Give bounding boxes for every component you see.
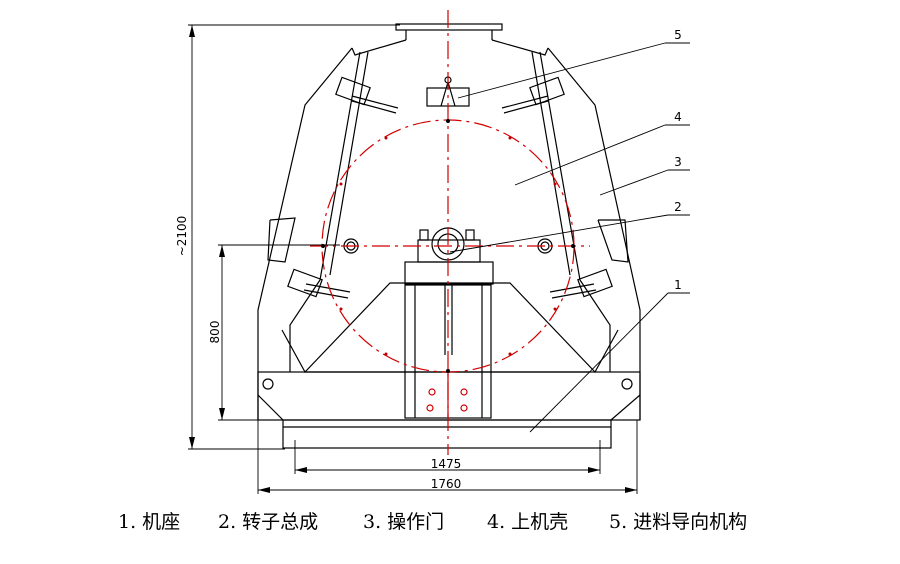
legend-item-feed-guide: 5. 进料导向机构 bbox=[609, 511, 748, 533]
machine-outline bbox=[257, 23, 641, 449]
lower-right-lever bbox=[549, 268, 613, 299]
callout-3: 3 bbox=[674, 155, 682, 169]
dim-height-base: 800 bbox=[208, 321, 222, 344]
dim-height-total: ~2100 bbox=[175, 216, 189, 257]
callout-1: 1 bbox=[674, 278, 682, 292]
legend-item-door: 3. 操作门 bbox=[363, 511, 445, 533]
dim-width-inner: 1475 bbox=[431, 457, 462, 471]
callout-5: 5 bbox=[674, 28, 682, 42]
upper-left-lever bbox=[335, 76, 399, 114]
dim-width-outer: 1760 bbox=[431, 477, 462, 491]
leader-lines bbox=[449, 42, 690, 433]
lower-left-lever bbox=[287, 268, 351, 299]
callout-4: 4 bbox=[674, 110, 682, 124]
rotor-centerlines bbox=[310, 10, 590, 455]
parts-legend: 1. 机座 2. 转子总成 3. 操作门 4. 上机壳 5. 进料导向机构 bbox=[118, 507, 818, 535]
crusher-drawing: ~2100 800 1475 1760 bbox=[175, 10, 690, 494]
dimension-lines bbox=[188, 24, 638, 494]
legend-item-base: 1. 机座 bbox=[118, 511, 181, 533]
callout-2: 2 bbox=[674, 200, 682, 214]
upper-right-lever bbox=[501, 76, 565, 114]
legend-item-upper-casing: 4. 上机壳 bbox=[487, 511, 569, 533]
legend-item-rotor: 2. 转子总成 bbox=[218, 511, 319, 533]
